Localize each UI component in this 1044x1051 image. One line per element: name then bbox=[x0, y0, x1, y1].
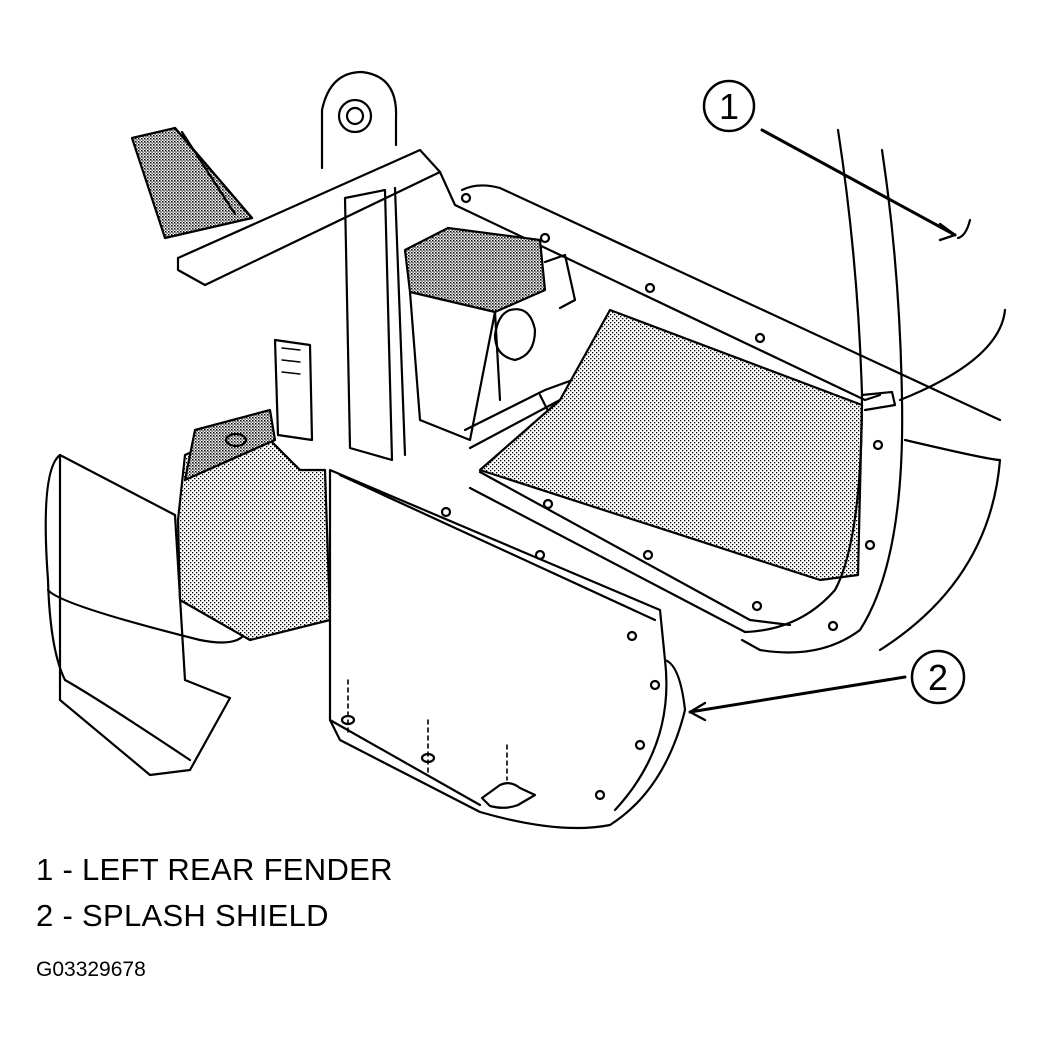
body-rail bbox=[176, 148, 442, 287]
callout-1-number: 1 bbox=[719, 86, 739, 127]
legend-item-splash-shield: 2 - SPLASH SHIELD bbox=[36, 898, 329, 933]
battery-box bbox=[403, 226, 547, 314]
opening-top-trim bbox=[438, 170, 882, 402]
wheel-opening-sill bbox=[478, 470, 792, 627]
callout-2: 2 bbox=[910, 649, 966, 705]
callout-2-number: 2 bbox=[928, 657, 948, 698]
upper-left-shaded-panel bbox=[130, 126, 254, 240]
vertical-post bbox=[343, 188, 394, 462]
left-rear-fender bbox=[743, 128, 864, 634]
mounting-bracket bbox=[320, 70, 398, 170]
leader-line-2 bbox=[688, 675, 907, 714]
fender-splash-shield-illustration: 1 2 bbox=[44, 70, 1007, 830]
callout-1: 1 bbox=[702, 79, 756, 133]
legend-item-left-rear-fender: 1 - LEFT REAR FENDER bbox=[36, 852, 393, 887]
figure-id: G03329678 bbox=[36, 958, 146, 981]
bumper-end bbox=[58, 453, 232, 777]
splash-shield bbox=[328, 468, 687, 830]
floor-shaded-area bbox=[478, 308, 864, 582]
leader-line-1 bbox=[760, 128, 957, 237]
